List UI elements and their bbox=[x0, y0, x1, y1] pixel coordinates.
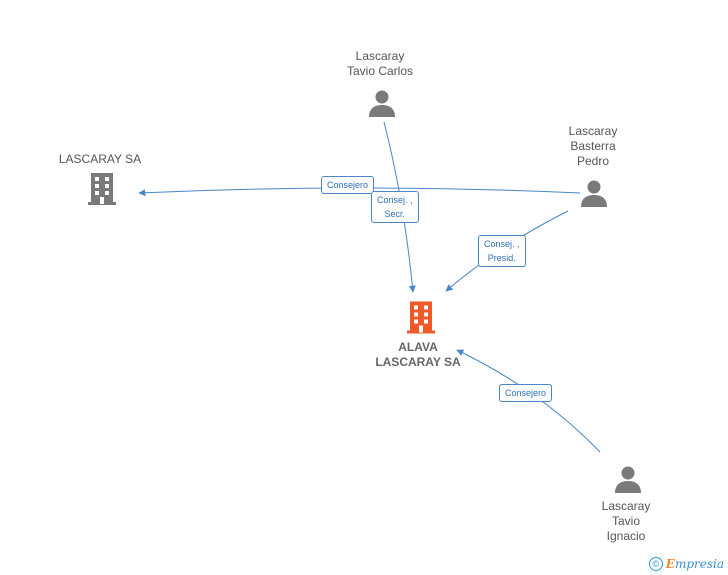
node-label-tavio-carlos[interactable]: Lascaray Tavio Carlos bbox=[330, 49, 430, 79]
node-label-line: Pedro bbox=[576, 154, 610, 168]
node-label-line: Tavio Carlos bbox=[346, 64, 414, 78]
node-label-line: Basterra bbox=[570, 139, 616, 153]
edge-label-text: Consejero bbox=[505, 388, 547, 398]
node-label-line: Ignacio bbox=[606, 529, 646, 543]
node-label-line: Tavio bbox=[611, 514, 640, 528]
brand-name: mpresia bbox=[674, 557, 724, 571]
edge-label-consej-secr[interactable]: Consej. , Secr. bbox=[371, 191, 419, 223]
edge-label-text: Presid. bbox=[487, 253, 516, 263]
building-icon[interactable] bbox=[405, 299, 437, 335]
node-label-lascaray-sa[interactable]: LASCARAY SA bbox=[50, 152, 150, 167]
node-label-tavio-ignacio[interactable]: Lascaray Tavio Ignacio bbox=[576, 499, 676, 544]
edge-label-text: Consej. , bbox=[484, 239, 520, 249]
brand-initial: E bbox=[665, 557, 675, 571]
node-label-line: Lascaray bbox=[568, 124, 618, 138]
edge-label-text: Secr. bbox=[384, 209, 406, 219]
node-label-alava-lascaray-sa[interactable]: ALAVA LASCARAY SA bbox=[368, 340, 468, 370]
edge-label-consejero[interactable]: Consejero bbox=[499, 384, 553, 402]
footer-brand: © Empresia bbox=[648, 557, 724, 571]
person-icon[interactable] bbox=[579, 178, 609, 208]
node-label-line: ALAVA bbox=[398, 340, 438, 354]
edge-label-text: Consejero bbox=[327, 180, 369, 190]
node-label-line: LASCARAY SA bbox=[58, 152, 142, 166]
node-label-line: Lascaray bbox=[601, 499, 651, 513]
person-icon[interactable] bbox=[367, 88, 397, 118]
edge-label-consej-presid[interactable]: Consej. , Presid. bbox=[478, 235, 526, 267]
copyright-icon: © bbox=[648, 557, 663, 571]
building-icon[interactable] bbox=[86, 171, 118, 206]
node-label-line: LASCARAY SA bbox=[375, 355, 461, 369]
edge-label-consejero[interactable]: Consejero bbox=[321, 176, 375, 194]
node-label-line: Lascaray bbox=[355, 49, 405, 63]
person-icon[interactable] bbox=[613, 464, 643, 494]
edge-label-text: Consej. , bbox=[377, 195, 413, 205]
node-label-basterra-pedro[interactable]: Lascaray Basterra Pedro bbox=[543, 124, 643, 169]
brand-logo[interactable]: Empresia bbox=[666, 557, 724, 571]
